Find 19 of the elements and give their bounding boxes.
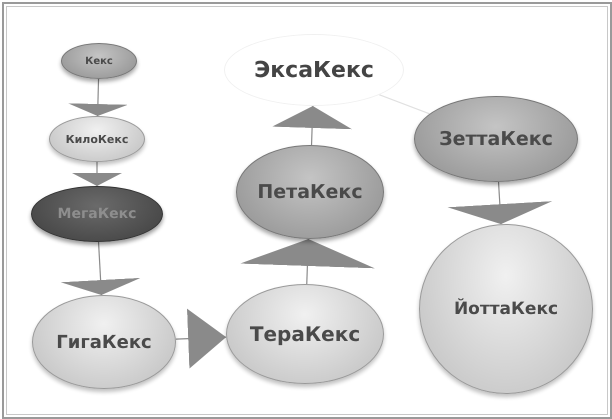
arrow — [272, 106, 352, 146]
arrow — [68, 78, 128, 116]
arrow — [60, 242, 141, 296]
node-label: ТераКекс — [250, 322, 360, 346]
node-label: КилоКекс — [66, 132, 128, 146]
arrow — [240, 238, 375, 284]
arrow — [176, 308, 226, 369]
arrow — [72, 162, 122, 186]
node-label: Кекс — [85, 56, 113, 66]
node-label: ЙоттаКекс — [454, 299, 558, 319]
arrow — [447, 182, 552, 224]
node-label: МегаКекс — [58, 206, 136, 222]
node-label: ГигаКекс — [56, 332, 152, 352]
node-label: ПетаКекс — [257, 181, 363, 203]
ellipse-node — [61, 43, 137, 79]
node-label: ЭксаКекс — [254, 58, 374, 82]
node-label: ЗеттаКекс — [439, 128, 553, 150]
ellipse-node — [49, 116, 145, 162]
connector-line — [379, 94, 430, 114]
